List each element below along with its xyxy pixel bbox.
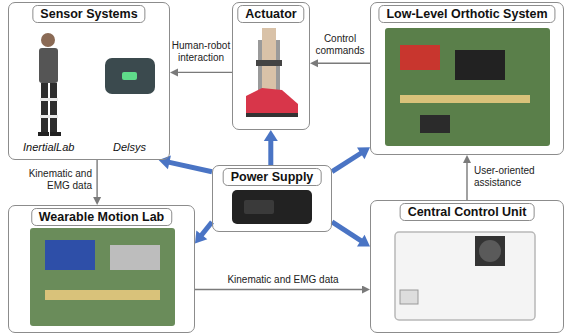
data-connector	[195, 285, 370, 293]
power-arrow	[332, 147, 370, 171]
drawing-part	[105, 58, 155, 94]
connector-line	[177, 72, 232, 73]
drawing-part	[40, 98, 58, 101]
drawing-part	[50, 132, 61, 136]
component-box: Sensor Systems	[8, 2, 170, 160]
arrow-head	[463, 155, 471, 163]
power-arrow	[332, 222, 370, 247]
data-connector	[170, 68, 232, 76]
drawing-part	[30, 228, 175, 326]
arrow-head	[362, 285, 370, 293]
connector-line	[466, 162, 467, 200]
connector-line	[201, 222, 212, 236]
arrow-head	[264, 130, 278, 141]
drawing-part	[400, 45, 440, 70]
box-heading: Power Supply	[223, 168, 322, 186]
power-arrow	[159, 156, 212, 172]
edge-label: Human-robot interaction	[171, 40, 231, 64]
drawing-part	[455, 50, 505, 80]
drawing-part	[38, 132, 49, 136]
box-heading: Wearable Motion Lab	[31, 208, 172, 226]
drawing-part	[385, 28, 550, 146]
battery-photo	[232, 190, 312, 224]
connector-line	[195, 289, 363, 290]
sensor-photo	[38, 33, 155, 136]
connector-line	[168, 162, 212, 172]
edge-label: Kinematic and EMG data	[202, 274, 364, 286]
edge-label: Kinematic and EMG data	[14, 168, 92, 192]
connector-line	[268, 140, 273, 165]
component-box: Low-Level Orthotic System	[370, 2, 564, 155]
drawing-part	[45, 240, 95, 270]
drawing-part	[262, 28, 276, 90]
drawing-part	[50, 83, 57, 133]
actuator-photo	[246, 28, 298, 117]
arrow-head	[357, 235, 370, 247]
drawing-part	[40, 115, 58, 118]
box-heading: Central Control Unit	[400, 203, 535, 221]
drawing-part	[400, 95, 530, 103]
power-arrow	[195, 222, 212, 243]
arrow-head	[310, 59, 318, 67]
drawing-part	[232, 190, 312, 224]
edge-label: User-oriented assistance	[474, 165, 566, 189]
drawing-part	[479, 240, 501, 262]
drawing-part	[475, 236, 505, 266]
arrow-head	[170, 68, 178, 76]
component-box: Central Control Unit	[370, 200, 564, 333]
data-connector	[463, 155, 471, 200]
drawing-part	[41, 83, 48, 133]
orthotic-board-photo	[385, 28, 550, 146]
edge-label: Control commands	[312, 33, 368, 57]
component-box: Actuator	[232, 2, 310, 130]
drawing-part	[400, 290, 418, 304]
drawing-part	[244, 200, 274, 214]
connector-line	[317, 63, 370, 64]
data-connector	[310, 59, 370, 67]
arrow-head	[93, 197, 101, 205]
arrow-head	[195, 230, 207, 243]
drawing-part	[41, 33, 55, 47]
box-heading: Sensor Systems	[32, 5, 145, 23]
box-heading: Actuator	[237, 5, 304, 23]
drawing-part	[246, 88, 298, 114]
control-unit-photo	[395, 232, 535, 320]
component-box: Wearable Motion Lab	[8, 205, 195, 333]
drawing-part	[110, 245, 160, 270]
drawing-part	[45, 290, 160, 300]
drawing-part	[395, 232, 535, 320]
data-connector	[93, 160, 101, 205]
power-arrow	[264, 130, 278, 165]
arrow-head	[159, 156, 171, 170]
part-name: InertialLab	[22, 141, 75, 153]
motion-lab-board-photo	[30, 228, 175, 326]
drawing-part	[246, 113, 298, 117]
drawing-part	[420, 115, 450, 133]
arrow-head	[357, 147, 370, 159]
box-heading: Low-Level Orthotic System	[378, 5, 555, 23]
drawing-part	[122, 72, 137, 80]
drawing-part	[256, 60, 282, 66]
component-box: Power Supply	[212, 165, 332, 232]
connector-line	[332, 222, 362, 241]
connector-line	[96, 160, 97, 198]
part-name: Delsys	[112, 141, 147, 153]
drawing-part	[39, 48, 58, 83]
connector-line	[332, 153, 362, 172]
